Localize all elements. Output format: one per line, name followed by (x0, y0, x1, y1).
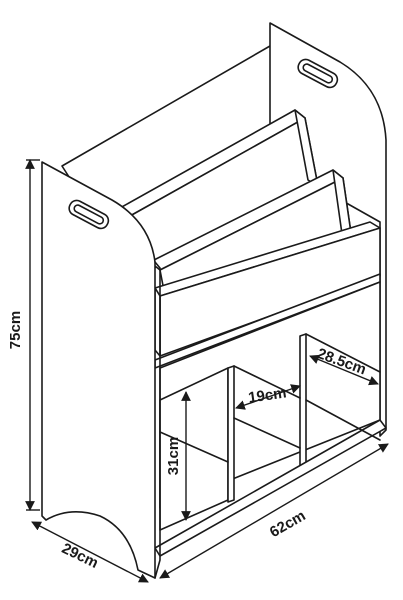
depth-label: 29cm (59, 540, 101, 572)
height-label: 75cm (7, 311, 24, 349)
compartment-width-line (235, 384, 301, 410)
compartment-depth-line (309, 354, 379, 386)
width-dimension-line (159, 443, 389, 579)
depth-dimension-line (31, 521, 149, 583)
divider-left (227, 365, 235, 503)
compartment-width-label: 19cm (247, 384, 287, 406)
divider-right (299, 333, 307, 469)
compartment-height-label: 31cm (165, 437, 182, 475)
left-handle-hole (68, 199, 110, 230)
right-handle-hole (297, 58, 339, 89)
